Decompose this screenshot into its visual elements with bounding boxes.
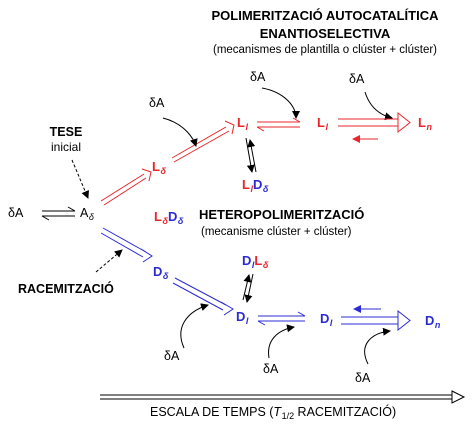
- blue-double-arrow-d-to-dl: [172, 277, 234, 316]
- curved-arrow-da-upper-mid: [261, 87, 300, 119]
- title-line-2: ENANTIOSELECTIVA: [259, 26, 391, 41]
- equilibrium-arrows-a: [41, 206, 76, 221]
- title-line-1: POLIMERITZACIÓ AUTOCATALÍTICA: [211, 8, 439, 23]
- monomer-da-bottom-left: δA: [164, 349, 180, 363]
- species-dl-ld: DlLδ: [242, 253, 269, 270]
- species-d-delta: Dδ: [153, 264, 169, 281]
- species-dl-2: Dl: [320, 311, 333, 328]
- timescale-label: ESCALA DE TEMPS (T1/2 RACEMITZACIÓ): [150, 405, 397, 421]
- curved-arrow-da-bottom-left: [180, 303, 209, 349]
- monomer-da-left: δA: [8, 206, 24, 220]
- species-ld-mix: LδDδ: [154, 209, 184, 226]
- red-open-arrow-to-ln: [338, 111, 411, 134]
- species-ll-1: Ll: [237, 115, 248, 132]
- species-ln: Ln: [418, 115, 432, 132]
- species-dl-1: Dl: [236, 309, 249, 326]
- blue-equilibrium-dl-dl: [257, 311, 306, 326]
- red-equilibrium-ll-ll: [256, 117, 301, 132]
- tese-label: TESE: [49, 125, 83, 139]
- monomer-da-bottom-right: δA: [355, 371, 371, 385]
- species-a-delta: Aδ: [80, 206, 94, 222]
- monomer-da-bottom-mid: δA: [263, 362, 279, 376]
- species-dn: Dn: [425, 313, 441, 330]
- monomer-da-top: δA: [149, 96, 165, 110]
- vertical-equilibrium-top: [245, 137, 257, 173]
- species-ll-dd: LlDδ: [242, 177, 269, 194]
- blue-double-arrow-a-to-d: [100, 227, 153, 263]
- species-l-delta: Lδ: [152, 159, 166, 176]
- blue-open-arrow-to-dn: [341, 309, 411, 332]
- curved-arrow-da-bottom-right: [364, 327, 391, 365]
- racemization-dashed-arrow: [95, 249, 123, 273]
- hetero-subtitle: (mecanisme clúster + clúster): [201, 226, 352, 238]
- curved-arrow-da-bottom-mid: [268, 324, 295, 359]
- vertical-equilibrium-bottom: [242, 273, 254, 303]
- red-double-arrow-a-to-l: [100, 168, 152, 206]
- tese-inicial-label: inicial: [50, 140, 82, 154]
- curved-arrow-da-upper-right: [364, 91, 393, 121]
- red-double-arrow-l-to-ll: [171, 120, 235, 163]
- tese-dashed-arrow: [71, 159, 89, 199]
- racemization-label: RACEMITZACIÓ: [18, 282, 114, 296]
- hetero-title: HETEROPOLIMERITZACIÓ: [199, 207, 365, 222]
- monomer-da-upper-right: δA: [349, 72, 365, 86]
- species-ll-2: Ll: [317, 115, 328, 132]
- curved-arrow-da-top: [162, 117, 198, 147]
- title-line-3: (mecanismes de plantilla o clúster + clú…: [212, 44, 438, 56]
- timescale-arrow: [100, 390, 466, 404]
- monomer-da-upper-mid: δA: [250, 70, 266, 84]
